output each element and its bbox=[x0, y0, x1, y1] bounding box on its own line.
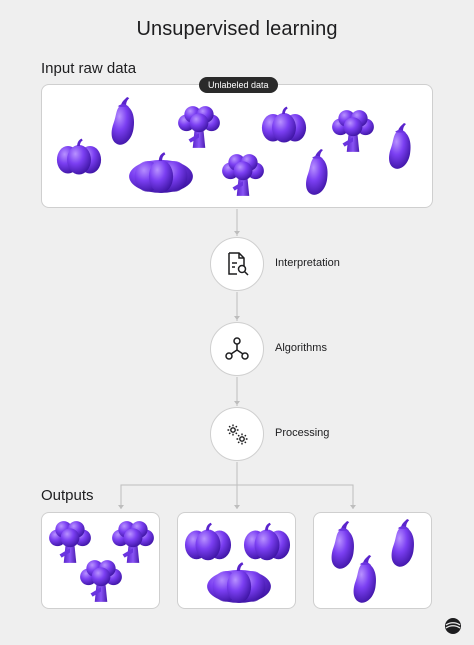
algorithms-step-label: Algorithms bbox=[275, 342, 327, 354]
pumpkin-icon bbox=[243, 521, 291, 563]
brand-logo-icon bbox=[445, 618, 461, 634]
network-nodes-icon bbox=[225, 337, 249, 360]
algorithms-step-node bbox=[210, 322, 264, 376]
interpretation-step-label: Interpretation bbox=[275, 257, 340, 269]
input-section-label: Input raw data bbox=[41, 60, 137, 77]
processing-step-node bbox=[210, 407, 264, 461]
page-title: Unsupervised learning bbox=[136, 18, 338, 40]
processing-step-label: Processing bbox=[275, 427, 330, 439]
pumpkin-icon bbox=[204, 560, 274, 604]
eggplant-icon bbox=[348, 554, 382, 606]
broccoli-icon bbox=[78, 558, 124, 604]
gears-icon bbox=[227, 424, 248, 445]
pumpkin-icon bbox=[184, 521, 232, 563]
interpretation-step-node bbox=[210, 237, 264, 291]
document-search-icon bbox=[228, 252, 249, 276]
eggplant-icon bbox=[386, 518, 420, 570]
outputs-section-label: Outputs bbox=[41, 487, 94, 504]
unlabeled-data-badge: Unlabeled data bbox=[199, 77, 278, 93]
